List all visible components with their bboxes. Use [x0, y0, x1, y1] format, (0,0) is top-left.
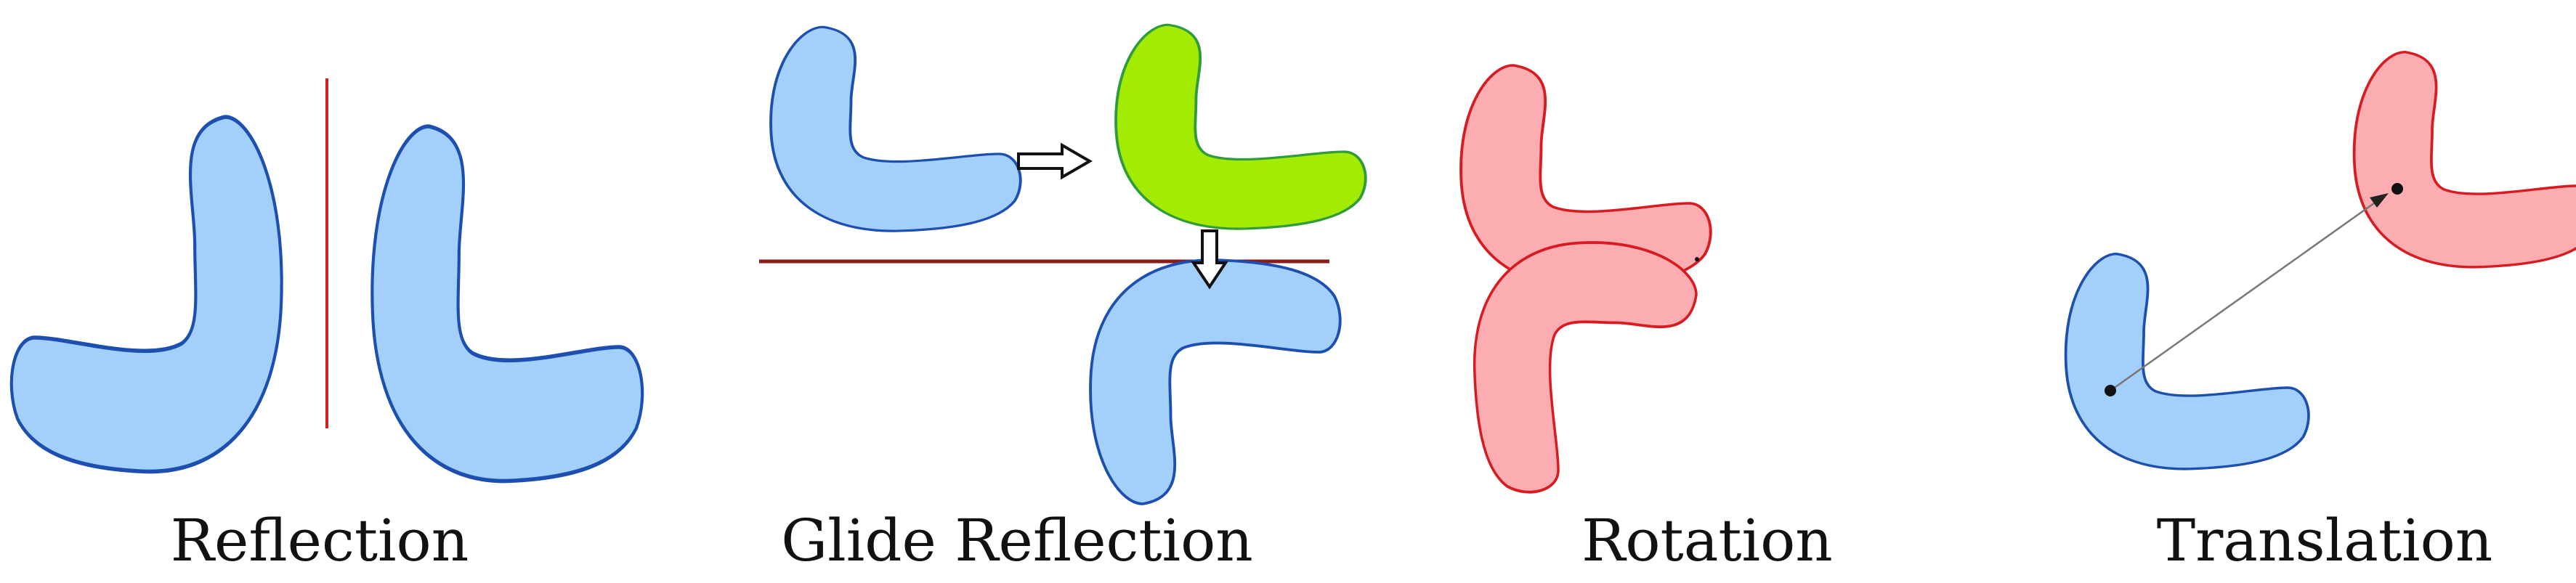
- caption-translation: Translation: [2156, 507, 2493, 574]
- caption-glide-reflection: Glide Reflection: [781, 507, 1253, 574]
- right-arrow-icon: [1017, 142, 1093, 180]
- original-shape: [12, 117, 282, 472]
- translation-original-shape: [2064, 252, 2310, 470]
- glide-reflection-panel: [759, 23, 1367, 505]
- rotation-center-dot: [1695, 257, 1699, 261]
- translated-copy-shape: [2352, 50, 2576, 269]
- translated-shape: [1114, 23, 1367, 231]
- glide-original-shape: [769, 25, 1022, 233]
- end-point: [2391, 183, 2403, 195]
- down-arrow-icon: [1191, 229, 1228, 290]
- rotation-panel: [1459, 64, 1712, 494]
- caption-reflection: Reflection: [170, 507, 469, 574]
- arrowhead-icon: [2370, 193, 2389, 208]
- caption-rotation: Rotation: [1581, 507, 1833, 574]
- reflected-shape: [372, 126, 642, 481]
- rotated-shape: [1473, 241, 1698, 494]
- reflection-panel: [12, 78, 642, 481]
- translation-vector: [2110, 195, 2385, 392]
- glide-reflected-shape: [1089, 258, 1342, 505]
- translation-panel: [2064, 50, 2576, 470]
- start-point: [2105, 385, 2116, 396]
